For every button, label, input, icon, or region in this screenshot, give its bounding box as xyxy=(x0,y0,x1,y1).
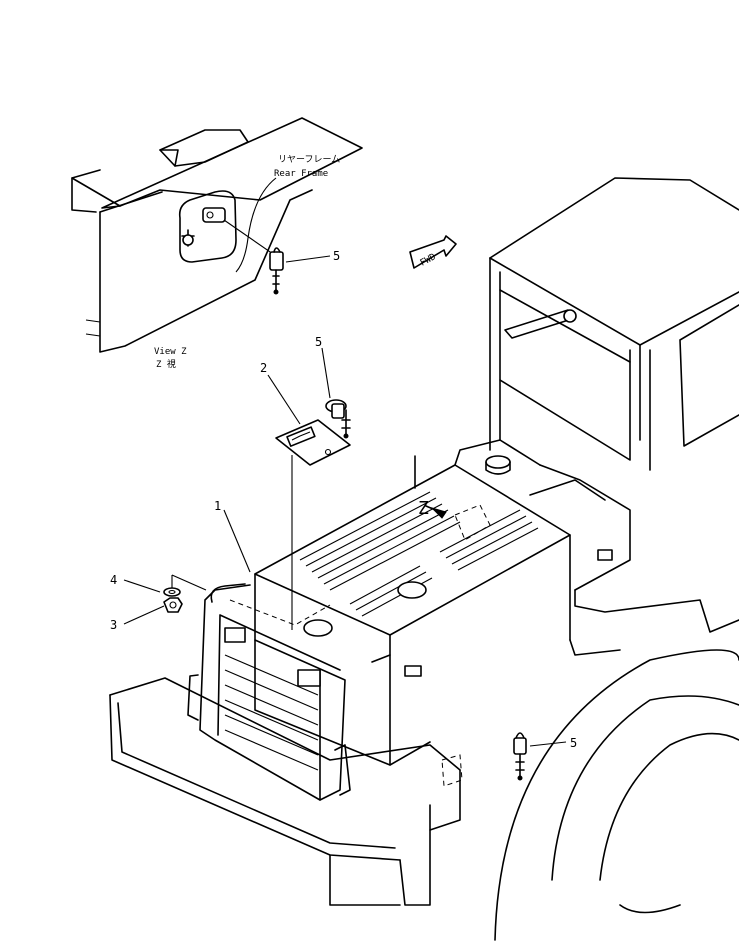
view-z-detail xyxy=(71,117,457,353)
callout-1: 1 xyxy=(214,499,221,513)
padlock-frame xyxy=(513,732,527,781)
view-z-label: View Z xyxy=(154,347,187,357)
hood-vents xyxy=(299,491,539,617)
view-z-label-jp: Z 視 xyxy=(156,358,176,370)
callout-leaders xyxy=(123,347,567,747)
rear-frame-label-en: Rear Frame xyxy=(274,169,328,179)
z-marker-label: Z xyxy=(418,498,429,519)
machine-illustration xyxy=(109,177,739,941)
hood-lock-hinge-plate xyxy=(275,419,351,466)
callout-5-frame: 5 xyxy=(570,736,577,750)
padlock-hood xyxy=(325,399,351,439)
nut-part xyxy=(163,597,183,613)
fwd-arrow xyxy=(409,235,457,269)
padlock-view-z xyxy=(269,247,284,295)
callout-3: 3 xyxy=(110,618,117,632)
washer-part xyxy=(163,587,181,597)
callout-5-hood: 5 xyxy=(315,335,322,349)
rear-frame-label-jp: リヤーフレーム xyxy=(278,154,340,165)
callout-2: 2 xyxy=(260,361,267,375)
callout-5-view-z: 5 xyxy=(333,249,340,263)
callout-4: 4 xyxy=(110,573,117,587)
